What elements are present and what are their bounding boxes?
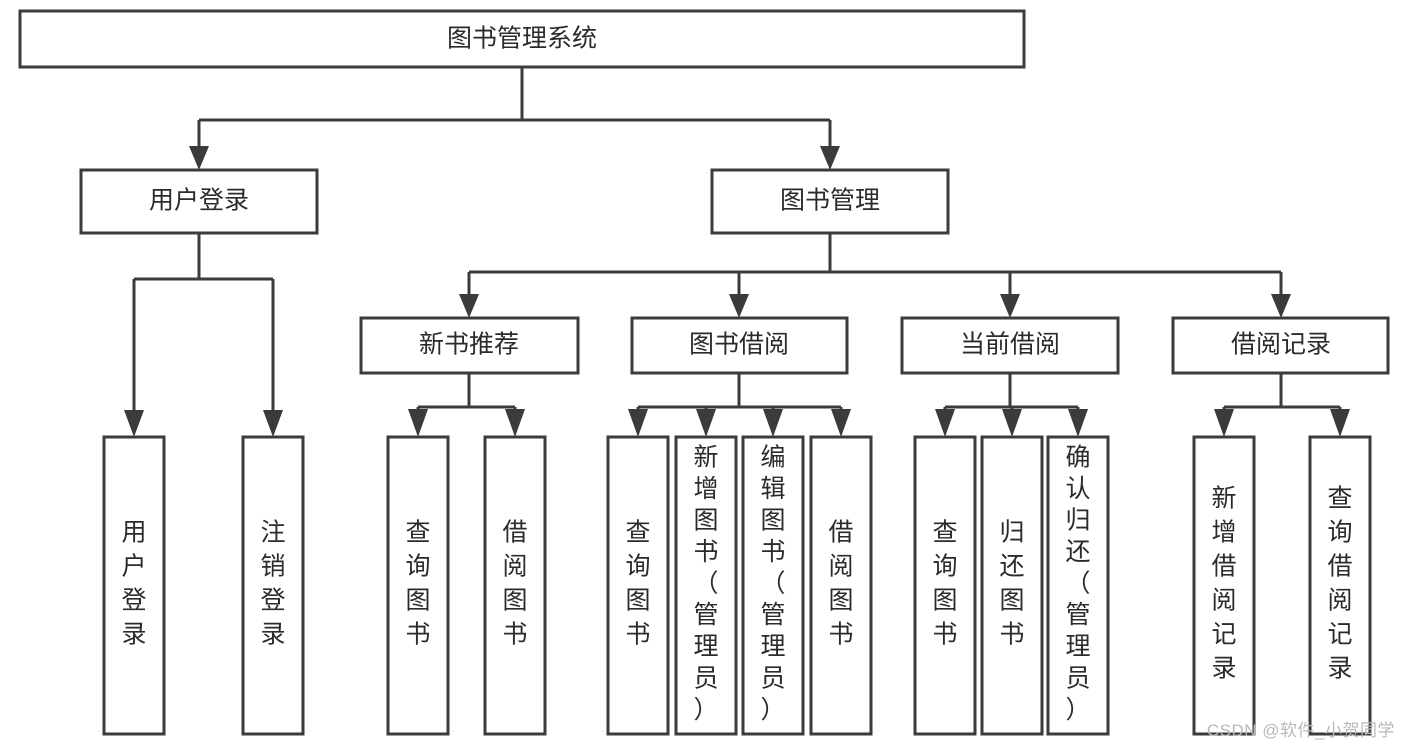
leaf-label: 用户登录 [121, 519, 146, 649]
leaf-book-borrow-1[interactable]: 新增图书（管理员） [674, 435, 738, 736]
node-borrow-record[interactable]: 借阅记录 [1171, 316, 1390, 375]
leaf-borrow-record-1[interactable]: 查询借阅记录 [1308, 435, 1372, 736]
node-current-borrow-label: 当前借阅 [960, 331, 1060, 359]
node-book-manage-label: 图书管理 [780, 187, 880, 215]
leaf-book-borrow-0[interactable]: 查询图书 [606, 435, 670, 736]
node-current-borrow[interactable]: 当前借阅 [900, 316, 1120, 375]
node-book-borrow[interactable]: 图书借阅 [630, 316, 849, 375]
node-user-login-label: 用户登录 [149, 187, 249, 215]
leaf-label: 注销登录 [260, 519, 285, 649]
leaf-current-borrow-1[interactable]: 归还图书 [980, 435, 1044, 736]
arrowhead-to-user-login [189, 146, 209, 170]
node-new-book[interactable]: 新书推荐 [359, 316, 580, 375]
connector-group-user-login [124, 233, 283, 437]
leaf-label: 新增借阅记录 [1211, 485, 1236, 683]
leaf-borrow-record-0[interactable]: 新增借阅记录 [1192, 435, 1256, 736]
leaf-label: 编辑图书（管理员） [760, 443, 785, 723]
leaf-label: 归还图书 [999, 519, 1024, 649]
node-root[interactable]: 图书管理系统 [18, 9, 1026, 69]
node-new-book-label: 新书推荐 [419, 331, 519, 359]
connector-group-borrow-record [1214, 373, 1350, 437]
connector-group-current-borrow [935, 373, 1088, 437]
node-user-login[interactable]: 用户登录 [79, 168, 319, 235]
leaf-label: 借阅图书 [502, 519, 527, 649]
leaf-label: 查询图书 [405, 519, 430, 649]
connector-group-book-borrow [628, 373, 851, 437]
leaf-label: 新增图书（管理员） [693, 443, 718, 723]
leaf-new-book-1[interactable]: 借阅图书 [483, 435, 547, 736]
connector-group-book-manage [459, 233, 1291, 318]
leaf-label: 确认归还（管理员） [1065, 443, 1090, 723]
node-root-label: 图书管理系统 [447, 25, 597, 53]
connector-group-new-book [408, 373, 525, 437]
leaf-label: 查询图书 [625, 519, 650, 649]
connector-group-root [197, 67, 832, 148]
leaf-current-borrow-2[interactable]: 确认归还（管理员） [1046, 435, 1110, 736]
node-book-borrow-label: 图书借阅 [689, 331, 789, 359]
leaf-book-borrow-2[interactable]: 编辑图书（管理员） [741, 435, 805, 736]
leaf-label: 查询借阅记录 [1327, 485, 1352, 683]
leaf-label: 查询图书 [932, 519, 957, 649]
node-book-manage[interactable]: 图书管理 [710, 168, 950, 235]
arrowhead-to-book-manage [820, 146, 840, 170]
leaf-book-borrow-3[interactable]: 借阅图书 [809, 435, 873, 736]
leaf-label: 借阅图书 [828, 519, 853, 649]
leaf-user-login-1[interactable]: 注销登录 [241, 435, 305, 736]
csdn-watermark: CSDN @软件_小贺同学 [1206, 721, 1395, 740]
node-borrow-record-label: 借阅记录 [1231, 331, 1331, 359]
leaf-user-login-0[interactable]: 用户登录 [102, 435, 166, 736]
leaf-new-book-0[interactable]: 查询图书 [386, 435, 450, 736]
leaf-current-borrow-0[interactable]: 查询图书 [913, 435, 977, 736]
